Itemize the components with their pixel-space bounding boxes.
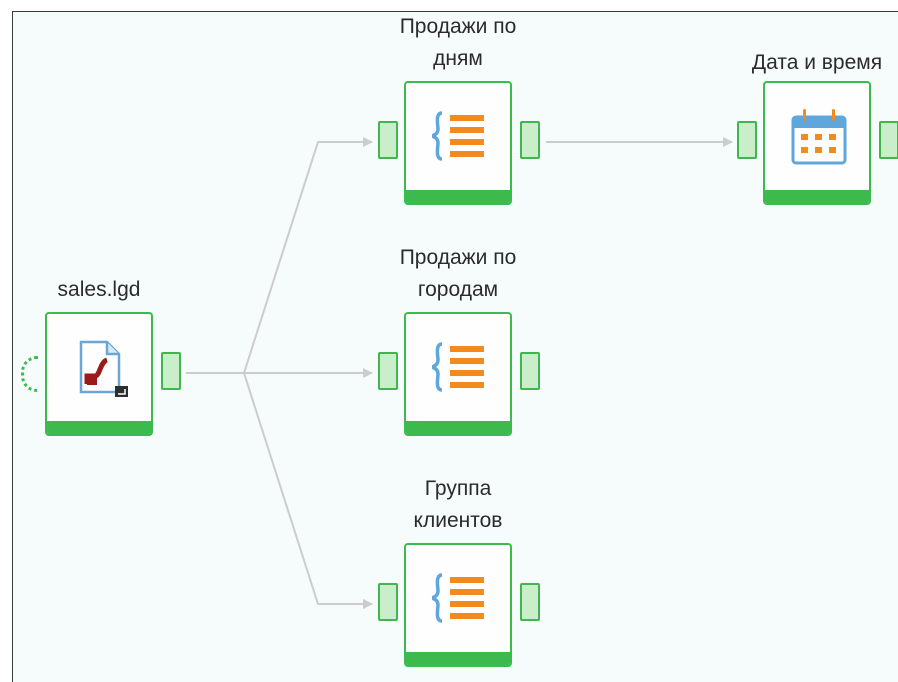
- node-body[interactable]: [404, 543, 512, 667]
- node-client-group[interactable]: Группа клиентов: [378, 477, 540, 667]
- node-sales-lgd[interactable]: sales.lgd: [21, 278, 181, 436]
- node-status-bar: [406, 190, 510, 203]
- input-port[interactable]: [737, 121, 757, 159]
- node-label: Дата и время: [751, 51, 883, 74]
- node-label: Продажи по дням: [399, 15, 517, 70]
- node-status-bar: [765, 190, 869, 203]
- node-body[interactable]: [45, 312, 153, 436]
- input-port[interactable]: [378, 352, 398, 390]
- node-label: Продажи по городам: [399, 246, 517, 301]
- input-port[interactable]: [378, 583, 398, 621]
- output-port[interactable]: [520, 121, 540, 159]
- node-sales-by-day[interactable]: Продажи по дням: [378, 15, 540, 205]
- grouping-icon: [432, 573, 484, 623]
- output-port[interactable]: [520, 352, 540, 390]
- grouping-icon: [432, 342, 484, 392]
- output-port[interactable]: [520, 583, 540, 621]
- input-port-stub[interactable]: [21, 356, 38, 392]
- input-port[interactable]: [378, 121, 398, 159]
- node-status-bar: [406, 652, 510, 665]
- output-port[interactable]: [879, 121, 898, 159]
- node-label: Группа клиентов: [413, 477, 503, 532]
- grouping-icon: [432, 111, 484, 161]
- node-date-time[interactable]: Дата и время: [737, 51, 898, 205]
- node-status-bar: [406, 421, 510, 434]
- node-body[interactable]: [763, 81, 871, 205]
- calendar-icon: [791, 109, 847, 165]
- node-status-bar: [47, 421, 151, 434]
- import-file-icon: [79, 340, 128, 397]
- output-port[interactable]: [161, 352, 181, 390]
- node-body[interactable]: [404, 312, 512, 436]
- node-sales-by-city[interactable]: Продажи по городам: [378, 246, 540, 436]
- node-body[interactable]: [404, 81, 512, 205]
- node-label: sales.lgd: [57, 278, 141, 301]
